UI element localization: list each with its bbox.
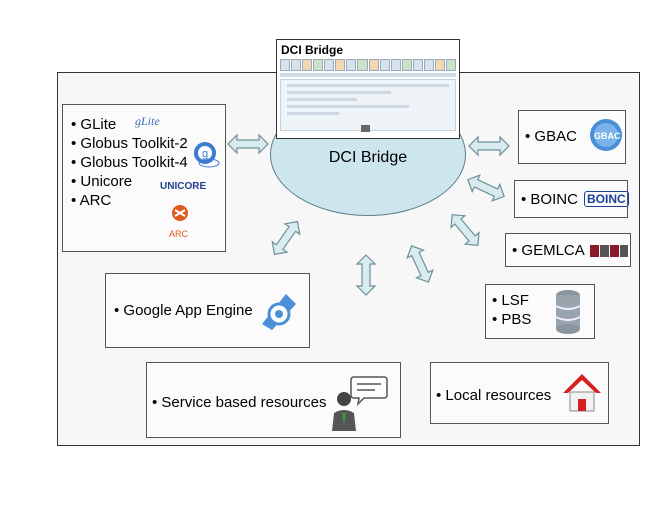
glite-logo-icon: gLite (135, 114, 160, 128)
grid-item-unicore: Unicore (71, 172, 188, 191)
service-resources-label: Service based resources (152, 394, 326, 411)
unicore-logo-icon: UNICORE (160, 181, 207, 192)
arrow-dci-batch (402, 241, 438, 287)
gbac-box: GBAC GBAC (518, 110, 626, 164)
grid-item-glite: GLite (71, 115, 188, 134)
arrow-dci-google (266, 215, 306, 261)
google-app-engine-label: Google App Engine (114, 302, 252, 319)
globus-logo-icon: g (194, 142, 220, 168)
boinc-label: BOINC (521, 191, 578, 208)
dci-bridge-screenshot: DCI Bridge (276, 39, 460, 139)
arc-logo-icon (172, 205, 188, 221)
google-app-engine-box: Google App Engine (105, 273, 310, 348)
service-resources-box: Service based resources (146, 362, 401, 438)
arrow-dci-gemlca (444, 208, 486, 252)
gbac-logo-text: GBAC (594, 131, 621, 141)
arrow-dci-boinc (463, 170, 509, 206)
app-engine-logo-icon (262, 294, 296, 330)
arrow-dci-gbac (468, 136, 510, 156)
gbac-logo-icon (590, 119, 622, 151)
speaker-person-icon (332, 376, 388, 431)
grid-item-globus-4: Globus Toolkit-4 (71, 153, 187, 172)
gbac-label: GBAC (525, 128, 577, 145)
screenshot-button (361, 125, 370, 132)
database-icon (555, 290, 581, 334)
gemlca-label: GEMLCA (512, 242, 584, 259)
arrow-dci-service (356, 254, 376, 296)
gemlca-box: GEMLCA (505, 233, 631, 267)
screenshot-toolbar (280, 59, 456, 71)
screenshot-tabs (280, 73, 456, 77)
boinc-box: BOINC BOINC (514, 180, 629, 218)
grid-item-arc: ARC (71, 191, 188, 210)
screenshot-title: DCI Bridge (281, 43, 344, 57)
dci-bridge-label: DCI Bridge (328, 149, 408, 166)
house-icon (563, 374, 601, 412)
batch-item-lsf: LSF (492, 291, 531, 310)
boinc-logo-icon: BOINC (584, 191, 629, 207)
svg-text:g: g (202, 148, 208, 160)
local-resources-label: Local resources (436, 387, 551, 404)
screenshot-form (280, 79, 456, 131)
arc-logo-text: ARC (169, 229, 189, 239)
gemlca-logo-icon (590, 245, 628, 257)
batch-systems-box: LSF PBS (485, 284, 595, 339)
local-resources-box: Local resources (430, 362, 609, 424)
arrow-grid-dci (227, 134, 269, 154)
grid-item-globus-2: Globus Toolkit-2 (71, 134, 187, 153)
batch-item-pbs: PBS (492, 310, 531, 329)
grid-middleware-box: GLite Globus Toolkit-2 Globus Toolkit-4 … (62, 104, 226, 252)
